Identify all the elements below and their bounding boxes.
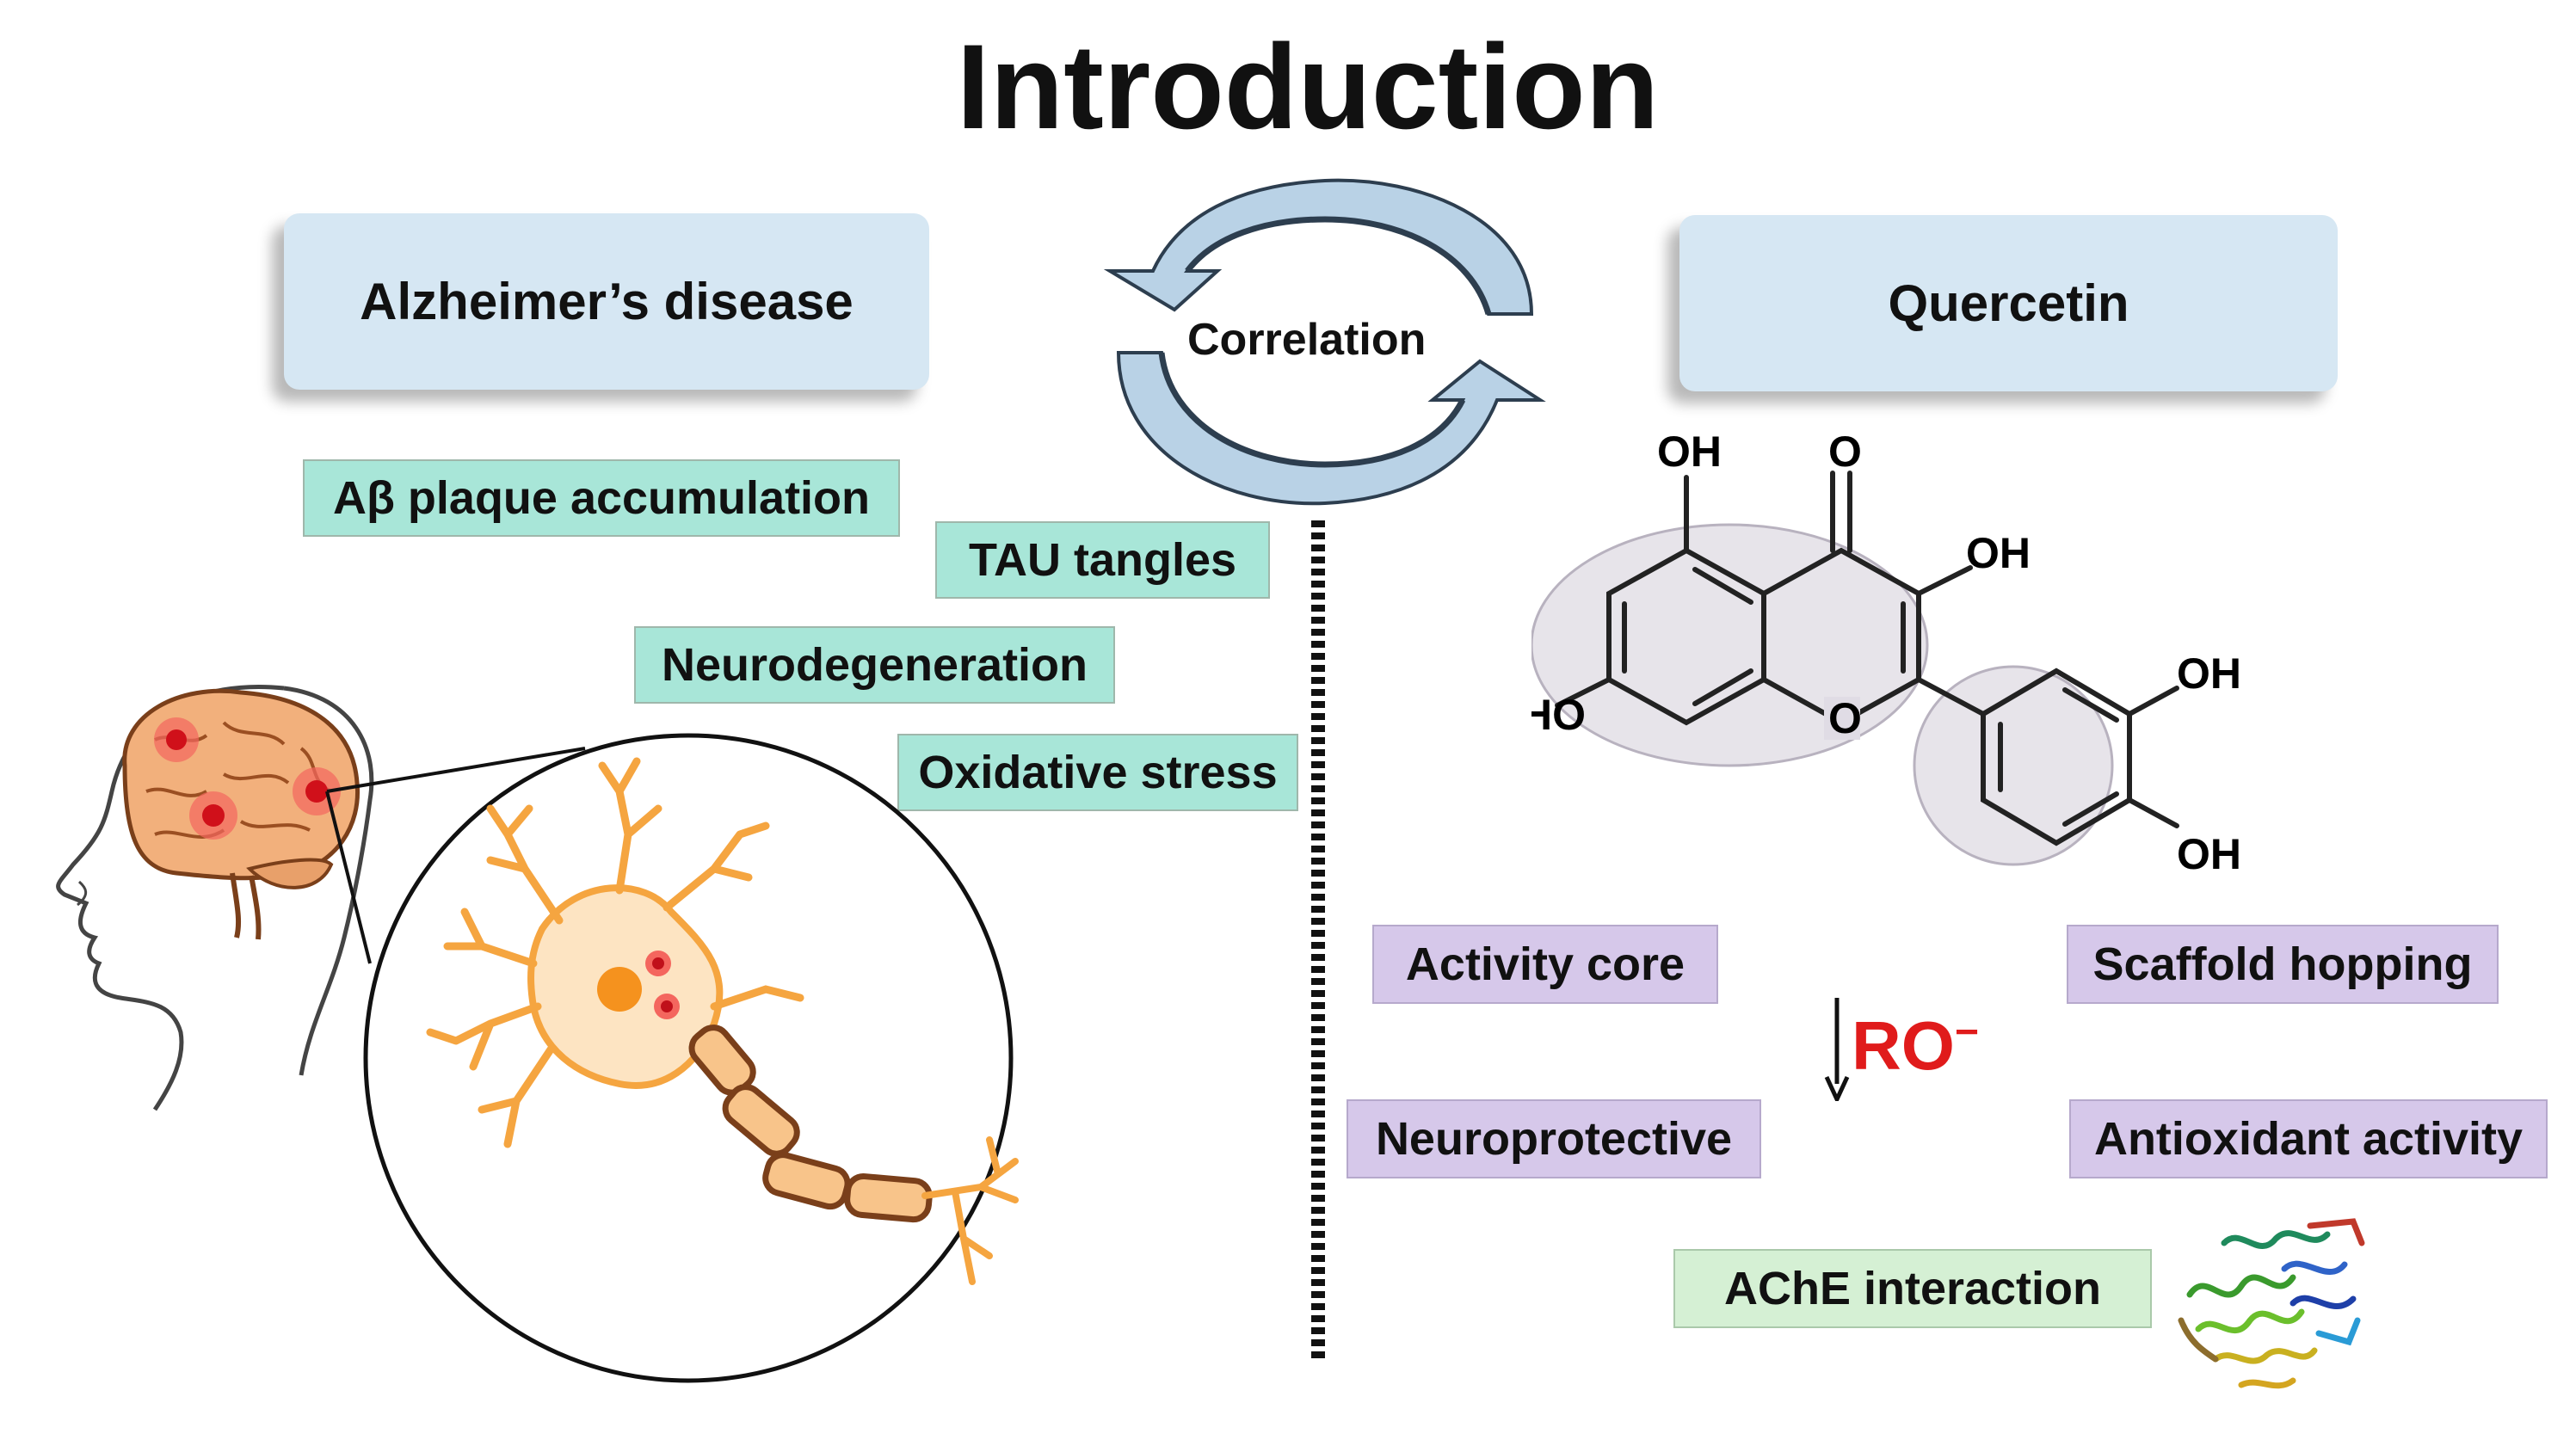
page-title: Introduction (956, 19, 1660, 154)
tag-activity-core: Activity core (1372, 925, 1718, 1004)
brain-neuron-illustration (56, 685, 1019, 1383)
tag-oxidative-stress: Oxidative stress (897, 734, 1298, 811)
ro-label: RO− (1852, 1006, 1979, 1086)
label-oh-4prime: OH (2177, 830, 2241, 878)
cycle-arrows-icon (1103, 178, 1546, 506)
tag-ache-interaction: AChE interaction (1673, 1249, 2152, 1328)
brain-icon (122, 688, 361, 940)
label-oh-c3: OH (1966, 529, 2031, 577)
label-o-ring: O (1828, 694, 1862, 742)
down-arrow-icon (1824, 998, 1850, 1101)
label-o-ketone: O (1828, 428, 1862, 476)
label-ho-c7: HO (1531, 691, 1586, 739)
tag-neurodegeneration: Neurodegeneration (634, 626, 1115, 704)
tag-abeta-plaque: Aβ plaque accumulation (303, 459, 900, 537)
correlation-label: Correlation (1187, 315, 1427, 365)
dotted-divider (1311, 520, 1325, 1363)
alzheimers-header: Alzheimer’s disease (284, 213, 929, 390)
ro-text: RO (1852, 1007, 1955, 1084)
ro-superscript: − (1955, 1009, 1980, 1055)
label-oh-3prime: OH (2177, 649, 2241, 698)
protein-structure-icon (2178, 1218, 2365, 1389)
quercetin-header: Quercetin (1679, 215, 2338, 391)
head-silhouette-icon (56, 685, 285, 1111)
tag-neuroprotective: Neuroprotective (1347, 1099, 1761, 1178)
neuron-icon (426, 757, 1019, 1285)
quercetin-structure: OH O OH HO O OH OH (1531, 428, 2241, 878)
tag-antioxidant-activity: Antioxidant activity (2069, 1099, 2548, 1178)
label-oh-top: OH (1657, 428, 1722, 476)
tag-tau-tangles: TAU tangles (935, 521, 1270, 599)
tag-scaffold-hopping: Scaffold hopping (2067, 925, 2499, 1004)
